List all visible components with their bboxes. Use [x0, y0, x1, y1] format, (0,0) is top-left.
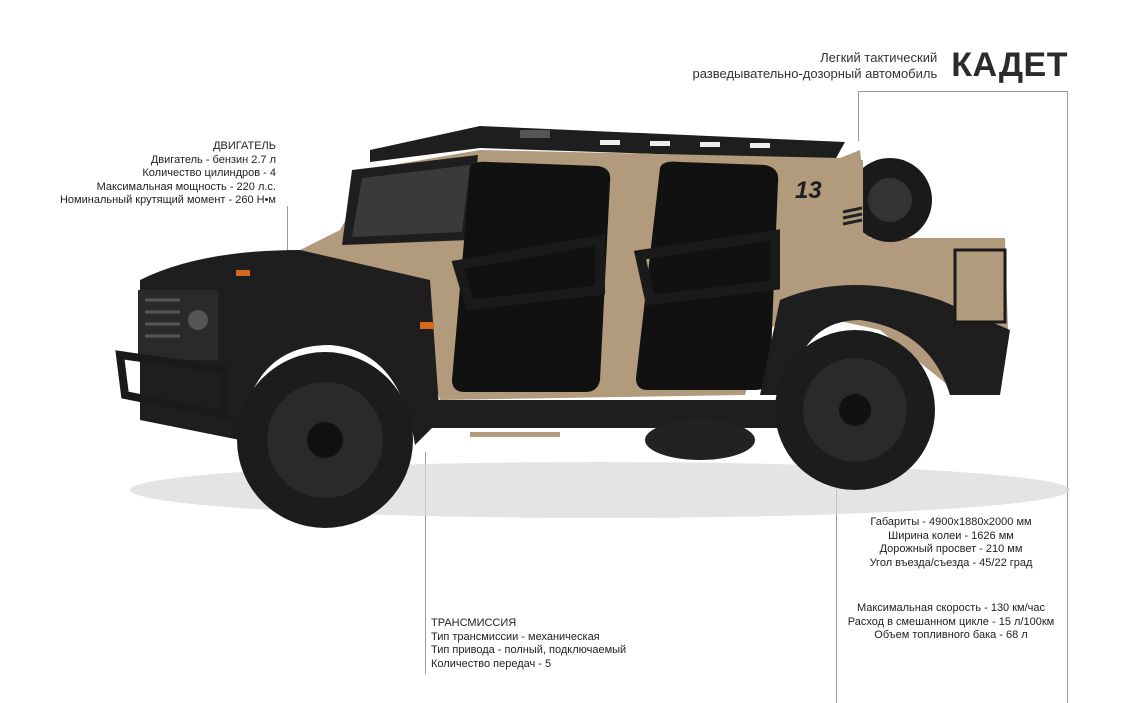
transmission-heading: ТРАНСМИССИЯ — [431, 617, 517, 629]
transmission-leader-line — [425, 452, 426, 674]
vehicle-body — [115, 150, 1010, 445]
dimensions-line: Ширина колеи - 1626 мм — [888, 529, 1014, 542]
subtitle-line-1: Легкий тактический — [820, 49, 938, 65]
transmission-line: Количество передач - 5 — [431, 657, 552, 670]
performance-spec-block: Максимальная скорость - 130 км/час Расхо… — [838, 602, 1064, 643]
vehicle-subtitle: Легкий тактический разведывательно-дозор… — [692, 50, 937, 82]
top-bracket-left — [858, 91, 859, 141]
dimensions-spec-block: Габариты - 4900х1880х2000 мм Ширина коле… — [846, 516, 1056, 570]
engine-leader-line — [287, 206, 288, 252]
roof-rack — [370, 126, 845, 162]
performance-line: Расход в смешанном цикле - 15 л/100км — [847, 615, 1055, 628]
engine-spec-block: ДВИГАТЕЛЬ Двигатель - бензин 2.7 л Колич… — [60, 140, 276, 208]
engine-line: Максимальная мощность - 220 л.с. — [96, 180, 276, 193]
dimensions-line: Угол въезда/съезда - 45/22 град — [869, 556, 1033, 569]
top-bracket-right — [1067, 91, 1068, 703]
performance-line: Максимальная скорость - 130 км/час — [856, 602, 1046, 614]
far-wheel — [645, 420, 755, 460]
subtitle-line-2: разведывательно-дозорный автомобиль — [692, 65, 938, 81]
dimensions-leader-line — [836, 482, 837, 703]
engine-line: Двигатель - бензин 2.7 л — [150, 153, 276, 166]
transmission-line: Тип привода - полный, подключаемый — [431, 644, 627, 656]
rear-wheel — [775, 330, 935, 490]
brand-title: КАДЕТ — [951, 46, 1068, 84]
transmission-spec-block: ТРАНСМИССИЯ Тип трансмиссии - механическ… — [431, 617, 626, 671]
performance-line: Объем топливного бака - 68 л — [874, 629, 1028, 641]
title-block: Легкий тактический разведывательно-дозор… — [692, 46, 1068, 85]
door-number: 13 — [795, 177, 822, 204]
top-bracket-horizontal — [858, 91, 1068, 92]
dimensions-line: Дорожный просвет - 210 мм — [879, 543, 1023, 555]
dimensions-line: Габариты - 4900х1880х2000 мм — [870, 516, 1032, 528]
engine-line: Количество цилиндров - 4 — [142, 167, 276, 179]
transmission-line: Тип трансмиссии - механическая — [431, 630, 600, 643]
engine-heading: ДВИГАТЕЛЬ — [213, 140, 276, 152]
engine-line: Номинальный крутящий момент - 260 Н•м — [59, 194, 276, 206]
front-wheel — [237, 352, 413, 528]
